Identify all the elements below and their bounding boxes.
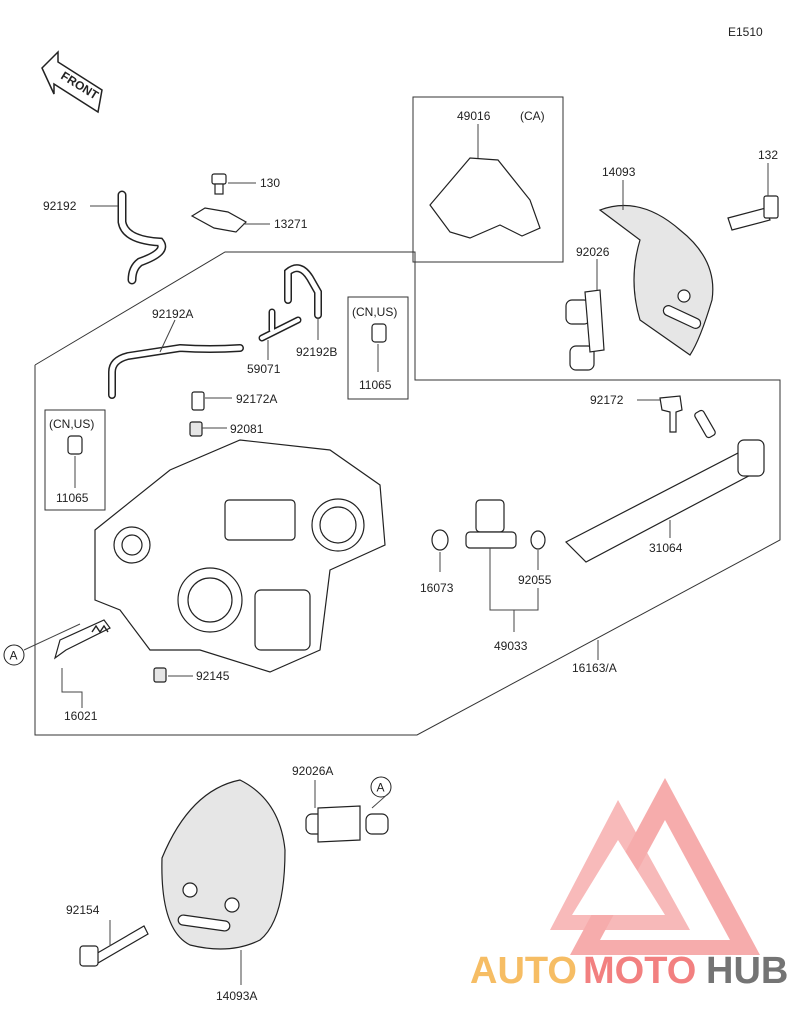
label-130: 130 [260, 176, 280, 190]
leader-lines [23, 124, 769, 985]
o-ring-16073-icon [431, 529, 449, 551]
screw-92145-icon [153, 667, 167, 683]
watermark-text-moto: MOTO [583, 950, 696, 992]
label-92192A: 92192A [152, 307, 193, 321]
watermark-text-hub: HUB [706, 950, 788, 992]
watermark-logo [550, 778, 760, 955]
hose-92192B-icon [284, 264, 322, 319]
collar-92026-icon [565, 289, 605, 371]
label-11065-left: 11065 [56, 491, 89, 505]
label-92172A: 92172A [236, 392, 277, 406]
fuel-rail-31064-icon [564, 409, 765, 563]
label-13271: 13271 [274, 217, 308, 231]
label-92081: 92081 [230, 422, 264, 436]
cap-11065-left-icon [67, 435, 83, 455]
label-cn-us-right: (CN,US) [352, 305, 397, 319]
assembly-frame [34, 251, 781, 736]
svg-text:A: A [377, 781, 385, 795]
screw-16021-icon [53, 619, 111, 660]
label-31064: 31064 [649, 541, 683, 555]
label-ca-tag: (CA) [520, 109, 545, 123]
label-92145: 92145 [196, 669, 230, 683]
cap-11065-right-icon [371, 323, 387, 343]
bolt-130-icon [211, 173, 227, 195]
bracket-13271-icon [190, 207, 247, 233]
label-92192B: 92192B [296, 345, 337, 359]
callout-a-right: A [370, 776, 392, 798]
label-14093A: 14093A [216, 989, 257, 1003]
bolt-132-icon [727, 207, 771, 231]
label-132: 132 [758, 148, 778, 162]
screw-92081-icon [189, 421, 203, 437]
guard-14093A-icon [161, 779, 286, 950]
label-49033: 49033 [494, 639, 528, 653]
screw-92172A-icon [191, 391, 205, 411]
label-11065-right: 11065 [359, 378, 392, 392]
front-arrow-icon: FRONT [41, 50, 103, 114]
injector-49033-icon [465, 499, 517, 549]
label-49016: 49016 [457, 109, 491, 123]
label-16163A: 16163/A [572, 661, 617, 675]
watermark-text-auto: AUTO [470, 950, 577, 992]
label-16021: 16021 [64, 709, 98, 723]
cover-14093-icon [598, 204, 714, 356]
cn-us-box-right [347, 296, 409, 400]
screw-92172-icon [659, 395, 683, 433]
label-92026A: 92026A [292, 764, 333, 778]
label-92026: 92026 [576, 245, 610, 259]
label-92055: 92055 [518, 573, 552, 587]
label-92154: 92154 [66, 903, 100, 917]
label-92192: 92192 [43, 199, 77, 213]
label-16073: 16073 [420, 581, 454, 595]
svg-text:A: A [10, 649, 18, 663]
label-cn-us-left: (CN,US) [49, 417, 94, 431]
ca-box [412, 96, 564, 263]
bolt-92154-icon [93, 925, 149, 964]
collar-92026A-icon [305, 805, 389, 843]
bracket-49016-icon [429, 157, 541, 239]
diagram-code: E1510 [728, 25, 763, 39]
label-14093: 14093 [602, 165, 636, 179]
washer-92055-icon [530, 530, 546, 550]
cn-us-box-left [44, 409, 106, 511]
label-92172: 92172 [590, 393, 624, 407]
label-59071: 59071 [247, 362, 281, 376]
throttle-body-icon [94, 439, 386, 673]
callout-a-left: A [3, 644, 25, 666]
